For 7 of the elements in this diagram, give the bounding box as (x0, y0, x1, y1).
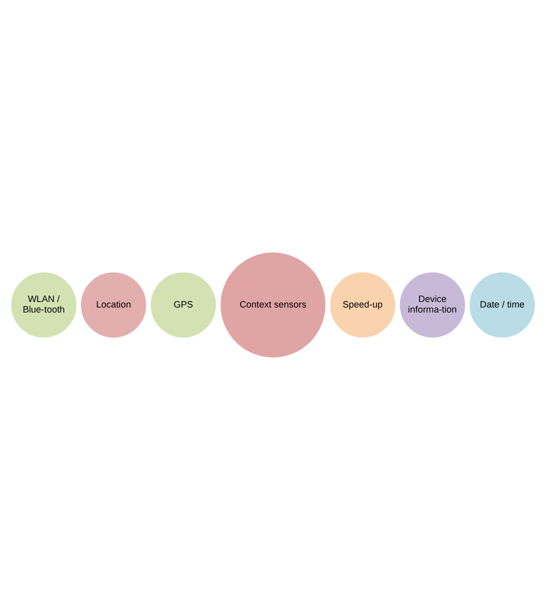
node-circle: WLAN / Blue-tooth (10, 270, 78, 338)
node-circle: GPS (149, 270, 218, 338)
node-circle: Speed-up (328, 270, 397, 338)
node-circle: Date / time (468, 270, 536, 338)
node-circle: Location (80, 270, 148, 338)
node-circle: Context sensors (219, 250, 327, 358)
node-circle: Device informa-tion (398, 270, 466, 338)
